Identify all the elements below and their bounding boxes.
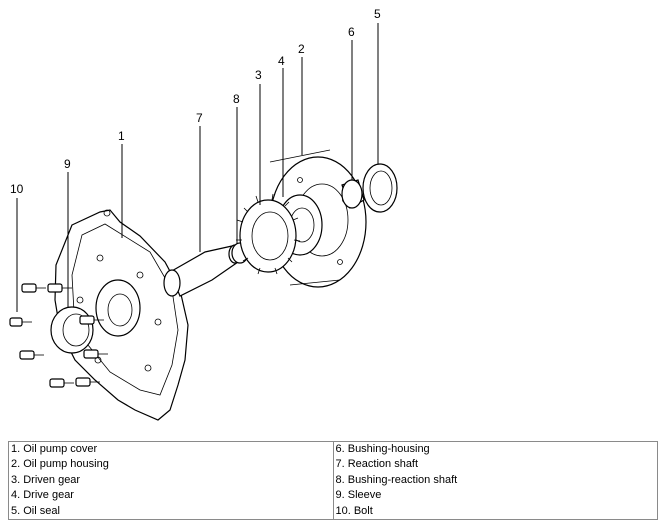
callout-4: 4: [278, 54, 285, 68]
callout-6: 6: [348, 25, 355, 39]
callout-1: 1: [118, 129, 125, 143]
legend-item: 5. Oil seal: [11, 504, 60, 517]
reaction-shaft: [163, 244, 242, 297]
bolt: [83, 349, 108, 359]
callout-3: 3: [255, 68, 262, 82]
parts-legend: 1. Oil pump cover 2. Oil pump housing 3.…: [8, 441, 658, 520]
bolt: [49, 378, 74, 388]
callout-7: 7: [196, 111, 203, 125]
legend-item: 4. Drive gear: [11, 489, 74, 502]
legend-item: 8. Bushing-reaction shaft: [335, 473, 458, 486]
legend-left-column: 1. Oil pump cover 2. Oil pump housing 3.…: [8, 441, 334, 520]
legend-item: 10. Bolt: [335, 504, 373, 517]
legend-item: 9. Sleeve: [335, 489, 382, 502]
legend-item: 7. Reaction shaft: [335, 458, 419, 471]
exploded-diagram: 1 2 3 4 5 6 7 8 9 10: [9, 7, 398, 421]
legend-right-column: 6. Bushing-housing 7. Reaction shaft 8. …: [332, 441, 658, 520]
leader-lines: [16, 23, 379, 312]
bolt: [9, 317, 32, 327]
callout-9: 9: [64, 157, 71, 171]
legend-item: 1. Oil pump cover: [11, 443, 98, 455]
bolt: [21, 283, 46, 293]
callout-8: 8: [233, 92, 240, 106]
sleeve: [50, 306, 94, 354]
bolt: [79, 315, 104, 325]
legend-item: 6. Bushing-housing: [335, 443, 430, 455]
bushing-housing: [341, 179, 365, 209]
bolt: [19, 350, 44, 360]
bolts: [9, 283, 108, 388]
oil-pump-cover: [54, 209, 189, 421]
callout-2: 2: [298, 42, 305, 56]
legend-item: 2. Oil pump housing: [11, 458, 109, 471]
oil-seal: [362, 163, 398, 213]
legend-item: 3. Driven gear: [11, 473, 81, 486]
driven-gear: [236, 193, 301, 275]
bolt: [75, 377, 100, 387]
callout-10: 10: [10, 182, 24, 196]
callout-5: 5: [374, 7, 381, 21]
bolt: [47, 283, 72, 293]
